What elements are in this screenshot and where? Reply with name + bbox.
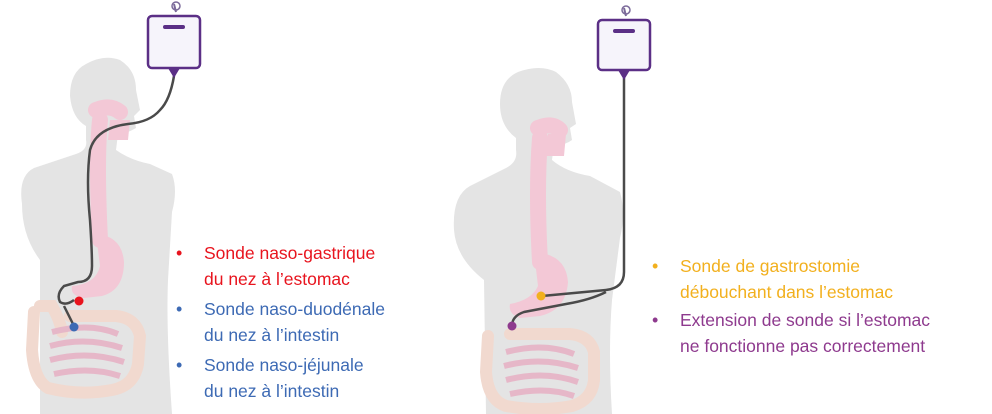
legend-item-tube-extension: • Extension de sonde si l’estomac ne fon… [650,307,930,359]
legend-text-line: ne fonctionne pas correctement [680,333,930,359]
left-legend: • Sonde naso-gastrique du nez à l’estoma… [174,240,385,408]
right-purple-tube-tip [508,322,517,331]
legend-text-line: Sonde naso-jéjunale [204,352,385,378]
legend-item-naso-gastric: • Sonde naso-gastrique du nez à l’estoma… [174,240,385,292]
legend-text-line: du nez à l’intestin [204,322,385,348]
right-figure [454,6,650,414]
red-bullet: • [176,240,182,266]
left-red-tube-tip [75,297,84,306]
purple-bullet: • [652,307,658,333]
legend-item-naso-duodenal: • Sonde naso-duodénale du nez à l’intest… [174,296,385,348]
legend-text-line: Sonde de gastrostomie [680,253,930,279]
legend-text-line: débouchant dans l’estomac [680,279,930,305]
legend-text-line: Sonde naso-duodénale [204,296,385,322]
legend-item-gastrostomy: • Sonde de gastrostomie débouchant dans … [650,253,930,305]
legend-text-line: du nez à l’intestin [204,378,385,404]
right-legend: • Sonde de gastrostomie débouchant dans … [650,253,930,361]
legend-text-line: Extension de sonde si l’estomac [680,307,930,333]
legend-text-line: du nez à l’estomac [204,266,385,292]
right-feeding-bag [598,6,650,80]
left-blue-tube-tip [70,323,79,332]
left-feeding-bag [148,2,200,78]
blue-bullet: • [176,296,182,322]
right-mouth [546,134,566,156]
legend-item-naso-jejunal: • Sonde naso-jéjunale du nez à l’intesti… [174,352,385,404]
right-orange-tube-tip [537,292,546,301]
blue-bullet: • [176,352,182,378]
orange-bullet: • [652,253,658,279]
legend-text-line: Sonde naso-gastrique [204,240,385,266]
